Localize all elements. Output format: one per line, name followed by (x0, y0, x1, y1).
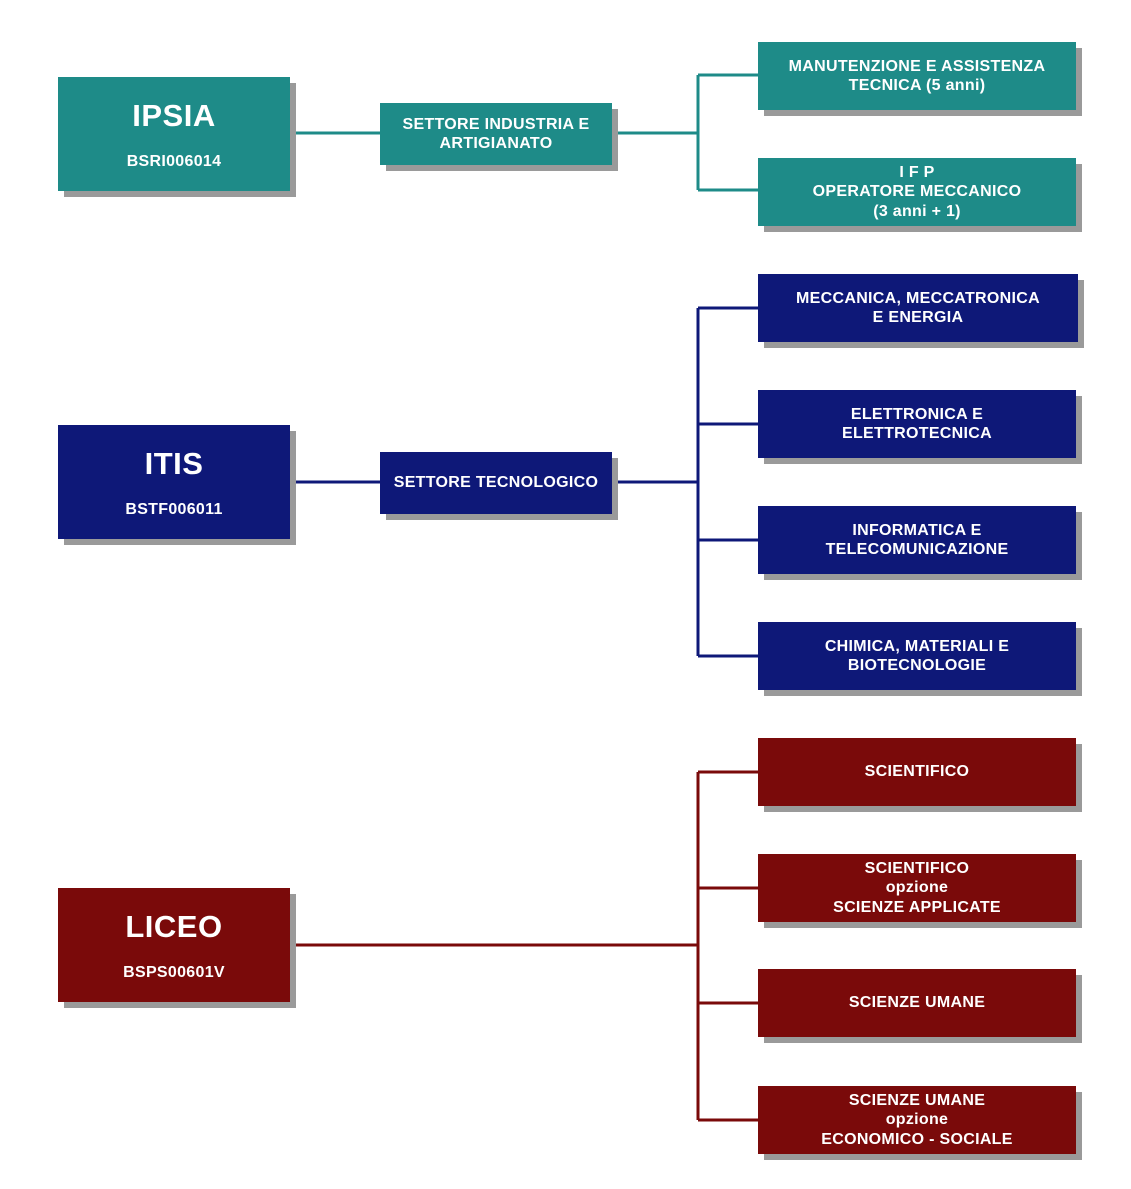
itis-branch-meccanica: MECCANICA, MECCATRONICA E ENERGIA (758, 274, 1078, 342)
liceo-box: LICEO BSPS00601V (58, 888, 290, 1002)
branch-line: ECONOMICO - SOCIALE (821, 1130, 1013, 1148)
liceo-branch-economico-sociale: SCIENZE UMANE opzione ECONOMICO - SOCIAL… (758, 1086, 1076, 1154)
itis-branch-chimica: CHIMICA, MATERIALI E BIOTECNOLOGIE (758, 622, 1076, 690)
ipsia-sector-line-1: SETTORE INDUSTRIA E (402, 115, 590, 133)
branch-line: E ENERGIA (872, 309, 964, 326)
itis-sector-box: SETTORE TECNOLOGICO (380, 452, 612, 514)
itis-title: ITIS (144, 445, 204, 481)
ipsia-title: IPSIA (132, 97, 216, 133)
ipsia-branch-manutenzione: MANUTENZIONE E ASSISTENZA TECNICA (5 ann… (758, 42, 1076, 110)
branch-line: opzione (885, 879, 949, 897)
branch-line: (3 anni + 1) (873, 202, 961, 220)
branch-line: ELETTROTECNICA (842, 425, 992, 442)
branch-line: SCIENZE UMANE (848, 994, 986, 1012)
ipsia-branch-ifp: I F P OPERATORE MECCANICO (3 anni + 1) (758, 158, 1076, 226)
branch-line: SCIENZE UMANE (848, 1092, 986, 1110)
ipsia-sector-box: SETTORE INDUSTRIA E ARTIGIANATO (380, 103, 612, 165)
ipsia-code: BSRI006014 (126, 153, 222, 170)
branch-line: I F P (899, 164, 935, 182)
branch-line: CHIMICA, MATERIALI E (824, 637, 1010, 655)
branch-line: TECNICA (5 anni) (848, 77, 986, 94)
branch-line: SCIENZE APPLICATE (833, 898, 1001, 916)
branch-line: BIOTECNOLOGIE (847, 657, 987, 674)
branch-line: TELECOMUNICAZIONE (825, 541, 1009, 558)
ipsia-connectors (290, 73, 758, 192)
ipsia-box: IPSIA BSRI006014 (58, 77, 290, 191)
branch-line: MANUTENZIONE E ASSISTENZA (788, 57, 1046, 75)
branch-line: SCIENTIFICO (864, 860, 970, 878)
liceo-title: LICEO (125, 908, 223, 944)
itis-branch-elettronica: ELETTRONICA E ELETTROTECNICA (758, 390, 1076, 458)
itis-code: BSTF006011 (125, 501, 223, 518)
branch-line: OPERATORE MECCANICO (812, 183, 1022, 201)
branch-line: ELETTRONICA E (850, 405, 984, 423)
itis-branch-informatica: INFORMATICA E TELECOMUNICAZIONE (758, 506, 1076, 574)
liceo-connectors (290, 770, 758, 1122)
liceo-branch-scientifico: SCIENTIFICO (758, 738, 1076, 806)
liceo-code: BSPS00601V (123, 964, 225, 981)
branch-line: SCIENTIFICO (864, 763, 970, 781)
ipsia-sector-line-2: ARTIGIANATO (439, 135, 553, 152)
branch-line: opzione (885, 1111, 949, 1129)
branch-line: MECCANICA, MECCATRONICA (796, 289, 1040, 307)
itis-sector-line-1: SETTORE TECNOLOGICO (393, 474, 599, 492)
itis-box: ITIS BSTF006011 (58, 425, 290, 539)
liceo-branch-scienze-applicate: SCIENTIFICO opzione SCIENZE APPLICATE (758, 854, 1076, 922)
branch-line: INFORMATICA E (852, 521, 982, 539)
itis-connectors (290, 306, 758, 658)
liceo-branch-scienze-umane: SCIENZE UMANE (758, 969, 1076, 1037)
